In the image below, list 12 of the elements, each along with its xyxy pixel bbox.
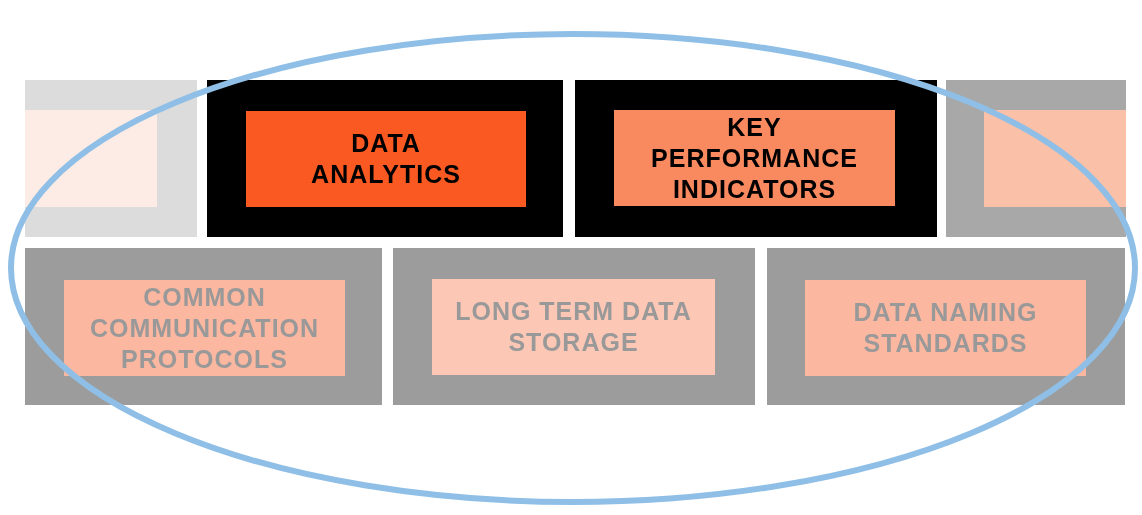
- tile-label: LONG TERM DATA STORAGE: [454, 296, 693, 358]
- tile-label: DATA NAMING STANDARDS: [852, 297, 1039, 359]
- empty-tile: [984, 110, 1126, 207]
- tile-box: [432, 279, 715, 375]
- empty-tile: [25, 110, 157, 207]
- tile-box: [246, 111, 526, 207]
- tile-label: KEY PERFORMANCE INDICATORS: [650, 111, 859, 205]
- tile-label: COMMON COMMUNICATION PROTOCOLS: [88, 281, 321, 375]
- tile-box: [64, 280, 345, 376]
- tile-box: [805, 280, 1086, 376]
- tile-label: DATA ANALYTICS: [311, 128, 461, 190]
- tile-box: [614, 110, 895, 206]
